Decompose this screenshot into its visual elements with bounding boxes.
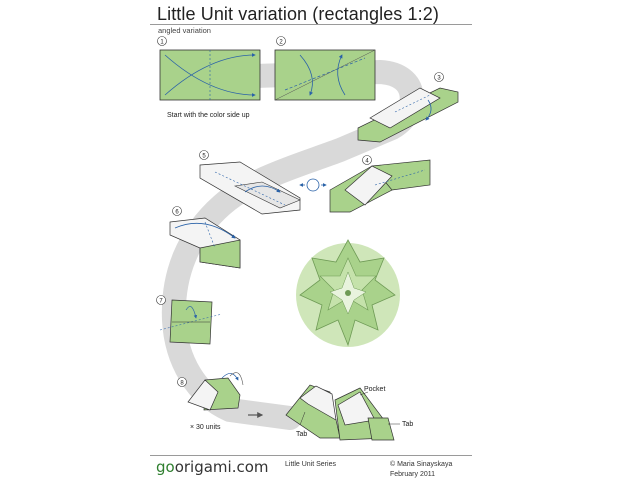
start-note: Start with the color side up — [167, 112, 250, 119]
svg-text:7: 7 — [159, 299, 163, 305]
svg-text:1: 1 — [160, 40, 164, 46]
step-number-4: 4 — [362, 155, 372, 165]
page-title: Little Unit variation (rectangles 1:2) — [157, 4, 439, 24]
svg-text:6: 6 — [175, 210, 179, 216]
kusudama-ball-image — [296, 239, 400, 347]
step-number-2: 2 — [276, 36, 286, 46]
step-number-8: 8 — [177, 377, 187, 387]
brand-go: go — [156, 458, 175, 476]
svg-text:4: 4 — [365, 159, 369, 165]
step-8-figure — [187, 372, 244, 411]
step-4-figure — [329, 159, 431, 213]
step-7-figure — [159, 299, 223, 345]
svg-text:2: 2 — [279, 40, 283, 46]
page-subtitle: angled variation — [158, 26, 211, 35]
units-note: × 30 units — [190, 424, 221, 431]
step-number-3: 3 — [434, 72, 444, 82]
svg-text:5: 5 — [202, 154, 206, 160]
footer-rule — [150, 455, 472, 456]
step-2-figure — [274, 49, 376, 101]
step-number-6: 6 — [172, 206, 182, 216]
title-rule — [150, 24, 472, 25]
series-name: Little Unit Series — [285, 461, 336, 468]
tab-label-left: Tab — [296, 431, 307, 438]
step-1-figure — [159, 49, 261, 101]
step-3-figure — [357, 87, 459, 143]
brand-logo[interactable]: goorigami.com — [156, 458, 269, 476]
step-number-1: 1 — [157, 36, 167, 46]
credit-block: © Maria Sinayskaya February 2011 — [390, 460, 452, 480]
author-credit: © Maria Sinayskaya — [390, 461, 453, 468]
rotate-icon — [299, 178, 327, 192]
svg-text:8: 8 — [180, 381, 184, 387]
finished-unit-figure — [285, 384, 400, 441]
svg-text:3: 3 — [437, 76, 441, 82]
step-6-figure — [169, 217, 241, 269]
brand-rest: origami.com — [174, 458, 269, 476]
step-number-5: 5 — [199, 150, 209, 160]
pocket-label: Pocket — [364, 386, 385, 393]
step-number-7: 7 — [156, 295, 166, 305]
date-credit: February 2011 — [390, 471, 436, 478]
step-5-figure — [199, 161, 301, 215]
tab-label-right: Tab — [402, 421, 413, 428]
